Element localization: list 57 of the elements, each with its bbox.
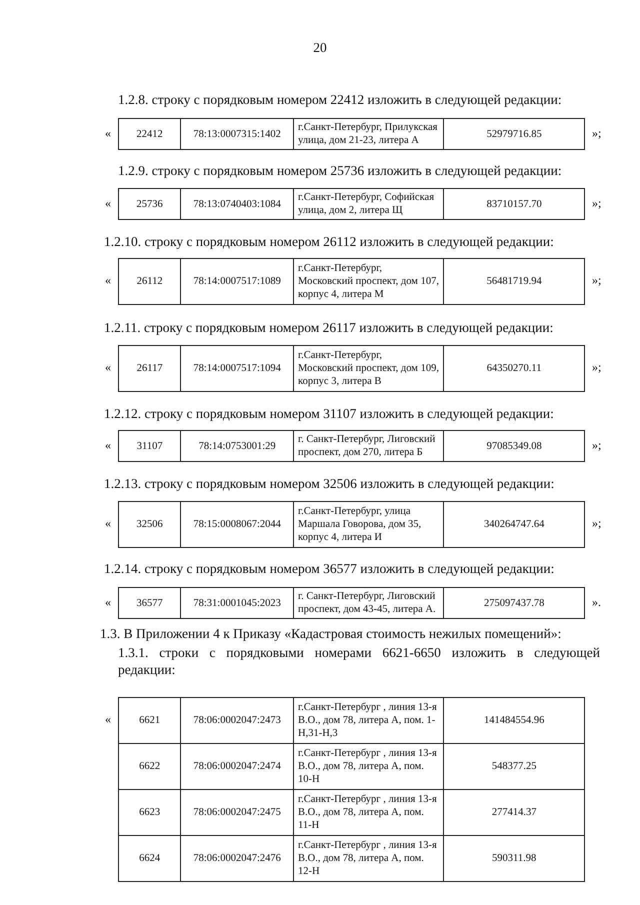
quote-mark: »; — [592, 196, 602, 210]
table-cell: 52979716.85 — [443, 118, 586, 150]
quote-mark: »; — [592, 360, 602, 375]
table-cell: 78:13:0740403:1084 — [180, 188, 294, 220]
page-number: 20 — [312, 40, 328, 56]
table-cell: 78:13:0007315:1402 — [180, 118, 294, 150]
table-cell: 83710157.70 — [443, 188, 586, 220]
paragraph-heading: 1.2.9. строку с порядковым номером 25736 изложить в следующей редакции: — [118, 163, 562, 179]
table-cell: г.Санкт-Петербург, Прилукская улица, дом 21-23, литера А — [293, 118, 444, 150]
table-cell: 141484554.96 — [443, 697, 586, 744]
table-cell: 26112 — [118, 258, 182, 306]
quote-mark: « — [105, 712, 111, 727]
quote-mark: »; — [592, 438, 602, 452]
quote-mark: « — [105, 196, 111, 210]
table-cell: 340264747.64 — [443, 501, 586, 548]
quote-mark: « — [105, 516, 111, 531]
table-cell: 32506 — [118, 501, 182, 548]
table-cell: г. Санкт-Петербург, Лиговский проспект, дом 43-45, литера А. — [293, 587, 444, 620]
table-cell: 22412 — [118, 118, 182, 150]
table-cell: 25736 — [118, 188, 182, 220]
table-cell: 97085349.08 — [443, 430, 586, 462]
table-cell: 36577 — [118, 587, 182, 620]
table-cell: 56481719.94 — [443, 258, 586, 306]
quote-mark: »; — [592, 126, 602, 140]
table-cell: 6624 — [118, 835, 182, 882]
quote-mark: »; — [592, 273, 602, 288]
paragraph-heading: 1.2.10. строку с порядковым номером 26112 изложить в следующей редакции: — [104, 234, 554, 250]
table-cell: 78:14:0753001:29 — [180, 430, 294, 462]
paragraph-heading: 1.2.8. строку с порядковым номером 22412 изложить в следующей редакции: — [118, 92, 562, 108]
table-cell: 78:31:0001045:2023 — [180, 587, 294, 620]
table-cell: г.Санкт-Петербург, Московский проспект, дом 107, корпус 4, литера М — [293, 258, 444, 306]
table-cell: 275097437.78 — [443, 587, 586, 620]
paragraph-heading: 1.2.14. строку с порядковым номером 36577 изложить в следующей редакции: — [104, 561, 554, 577]
quote-mark: « — [105, 594, 111, 610]
table-cell: 6621 — [118, 697, 182, 744]
table-cell: 78:14:0007517:1094 — [180, 345, 294, 392]
quote-mark: »; — [592, 516, 602, 531]
table-cell: г.Санкт-Петербург, Софийская улица, дом 2, литера Щ — [293, 188, 444, 220]
quote-mark: ». — [592, 594, 601, 610]
table-cell: 78:15:0008067:2044 — [180, 501, 294, 548]
quote-mark: « — [105, 438, 111, 452]
table-cell: 78:14:0007517:1089 — [180, 258, 294, 306]
quote-mark: « — [105, 360, 111, 375]
table-cell: 64350270.11 — [443, 345, 586, 392]
paragraph-heading: 1.3. В Приложении 4 к Приказу «Кадастровая стоимость нежилых помещений»: — [100, 626, 562, 642]
quote-mark: « — [105, 126, 111, 140]
paragraph-heading: 1.2.13. строку с порядковым номером 32506 изложить в следующей редакции: — [104, 476, 554, 492]
paragraph-text: 1.3.1. строки с порядковыми номерами 6621-6650 изложить в следующей редакции: — [118, 644, 600, 678]
table-cell: г.Санкт-Петербург, улица Маршала Говорова, дом 35, корпус 4, литера И — [293, 501, 444, 548]
table-cell: г. Санкт-Петербург, Лиговский проспект, дом 270, литера Б — [293, 430, 444, 462]
paragraph-heading: 1.2.12. строку с порядковым номером 31107 изложить в следующей редакции: — [104, 406, 554, 422]
table-cell: 590311.98 — [443, 835, 586, 882]
table-cell: 26117 — [118, 345, 182, 392]
table-cell: 31107 — [118, 430, 182, 462]
paragraph-heading: 1.2.11. строку с порядковым номером 26117 изложить в следующей редакции: — [104, 320, 554, 336]
table-cell: г.Санкт-Петербург, Московский проспект, дом 109, корпус 3, литера В — [293, 345, 444, 392]
quote-mark: « — [105, 273, 111, 288]
